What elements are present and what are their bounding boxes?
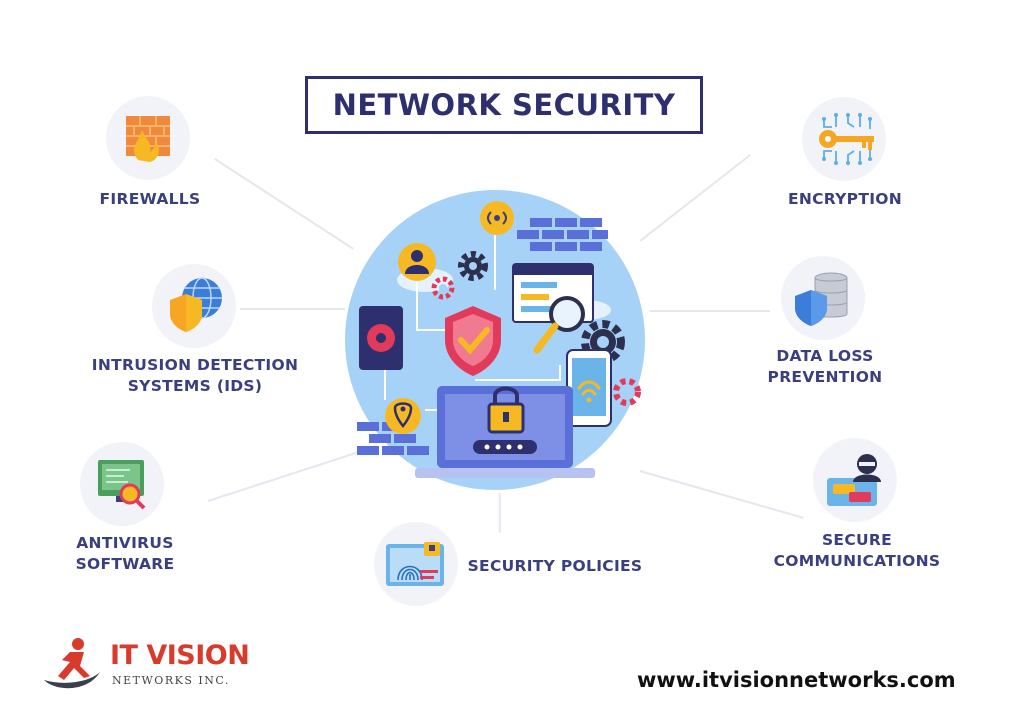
label-dlp: DATA LOSS PREVENTION xyxy=(745,346,905,388)
connector-ids xyxy=(240,308,345,310)
website-url[interactable]: www.itvisionnetworks.com xyxy=(637,668,956,692)
policies-icon-circle xyxy=(374,522,458,606)
label-encryption: ENCRYPTION xyxy=(787,190,903,208)
page-title: NETWORK SECURITY xyxy=(332,88,676,122)
connector-dlp xyxy=(650,310,770,312)
logo-subtitle: NETWORKS INC. xyxy=(112,674,230,687)
gear-icon-small xyxy=(458,251,488,281)
ids-icon-circle xyxy=(152,264,236,348)
label-antivirus-line2: SOFTWARE xyxy=(75,555,175,573)
company-logo[interactable]: IT VISION NETWORKS INC. xyxy=(40,636,270,696)
shield-globe-icon xyxy=(170,277,222,332)
connector-policies xyxy=(499,492,501,533)
hub-illustration xyxy=(357,201,641,478)
label-secure-comms: SECURE COMMUNICATIONS xyxy=(762,530,952,572)
antivirus-icon-circle xyxy=(80,442,164,526)
connector-secure-comms xyxy=(639,470,804,519)
label-policies: SECURITY POLICIES xyxy=(467,557,643,575)
label-antivirus-line1: ANTIVIRUS xyxy=(76,534,174,552)
hacker-chat-icon xyxy=(827,454,881,506)
database-shield-icon xyxy=(795,272,848,326)
laptop-lock-icon xyxy=(415,386,595,478)
label-secure-comms-line2: COMMUNICATIONS xyxy=(773,552,941,570)
firewall-icon xyxy=(126,116,170,162)
encryption-icon-circle xyxy=(802,97,886,181)
label-dlp-line2: PREVENTION xyxy=(767,368,883,386)
label-firewalls: FIREWALLS xyxy=(99,190,201,208)
fingerprint-doc-icon xyxy=(386,542,444,586)
antivirus-monitor-icon xyxy=(98,460,146,510)
label-ids-line1: INTRUSION DETECTION xyxy=(91,356,299,374)
brick-wall-top xyxy=(517,218,608,251)
label-ids: INTRUSION DETECTION SYSTEMS (IDS) xyxy=(70,355,320,397)
label-antivirus: ANTIVIRUS SOFTWARE xyxy=(55,533,195,575)
disk-icon xyxy=(359,306,403,370)
gear-icon-red xyxy=(431,276,455,300)
phone-wifi-icon xyxy=(566,349,612,427)
connector-firewalls xyxy=(214,158,354,250)
shield-check-icon xyxy=(445,306,501,376)
title-box: NETWORK SECURITY xyxy=(305,76,703,134)
secure-comms-icon-circle xyxy=(813,438,897,522)
connector-encryption xyxy=(639,153,751,242)
connector-antivirus xyxy=(207,450,361,502)
label-ids-line2: SYSTEMS (IDS) xyxy=(127,377,263,395)
magnifier-icon xyxy=(533,296,585,354)
key-circuit-icon xyxy=(819,113,874,165)
logo-figure-icon xyxy=(44,638,100,689)
dlp-icon-circle xyxy=(781,256,865,340)
firewall-icon-circle xyxy=(106,96,190,180)
gear-icon-red-right xyxy=(613,378,641,406)
logo-name: IT VISION xyxy=(110,640,250,671)
location-pin-icon xyxy=(385,398,421,434)
label-secure-comms-line1: SECURE xyxy=(821,531,893,549)
label-dlp-line1: DATA LOSS xyxy=(776,347,874,365)
